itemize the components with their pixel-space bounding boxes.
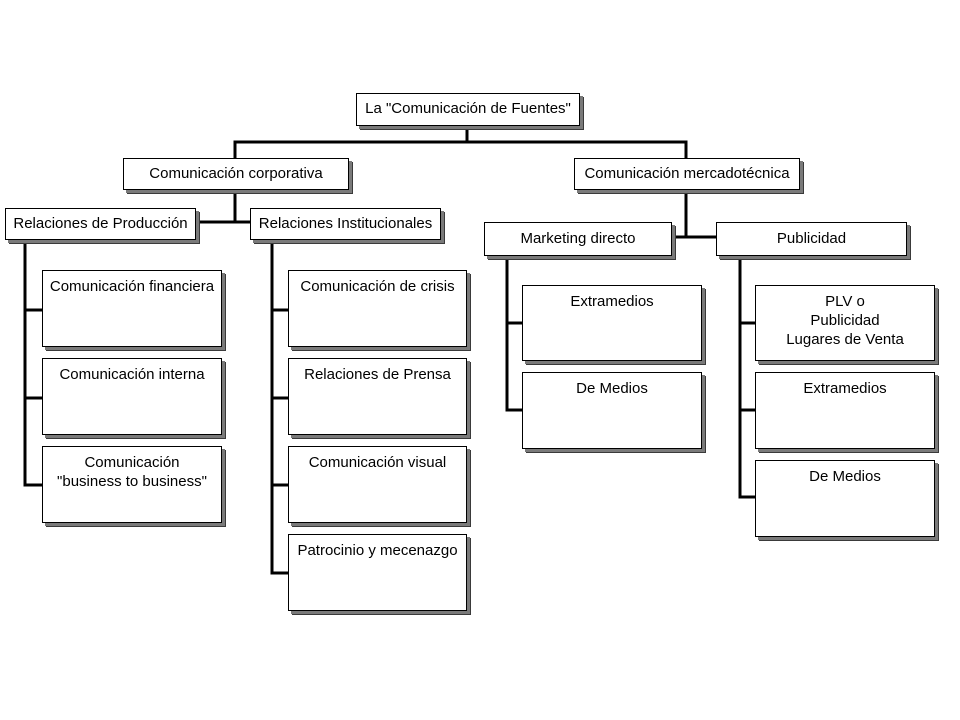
node-comunicacion-mercadotecnica: Comunicación mercadotécnica [574, 158, 800, 190]
leaf-comunicacion-financiera: Comunicación financiera [42, 270, 222, 347]
leaf-publicidad-extramedios: Extramedios [755, 372, 935, 449]
node-comunicacion-corporativa: Comunicación corporativa [123, 158, 349, 190]
root-node: La "Comunicación de Fuentes" [356, 93, 580, 126]
leaf-plv-lugares-venta: PLV o Publicidad Lugares de Venta [755, 285, 935, 361]
node-publicidad: Publicidad [716, 222, 907, 256]
node-relaciones-produccion: Relaciones de Producción [5, 208, 196, 240]
leaf-comunicacion-b2b: Comunicación "business to business" [42, 446, 222, 523]
leaf-comunicacion-interna: Comunicación interna [42, 358, 222, 435]
leaf-patrocinio-mecenazgo: Patrocinio y mecenazgo [288, 534, 467, 611]
leaf-marketing-extramedios: Extramedios [522, 285, 702, 361]
leaf-relaciones-prensa: Relaciones de Prensa [288, 358, 467, 435]
node-relaciones-institucionales: Relaciones Institucionales [250, 208, 441, 240]
leaf-comunicacion-crisis: Comunicación de crisis [288, 270, 467, 347]
leaf-comunicacion-visual: Comunicación visual [288, 446, 467, 523]
node-marketing-directo: Marketing directo [484, 222, 672, 256]
leaf-marketing-de-medios: De Medios [522, 372, 702, 449]
leaf-publicidad-de-medios: De Medios [755, 460, 935, 537]
